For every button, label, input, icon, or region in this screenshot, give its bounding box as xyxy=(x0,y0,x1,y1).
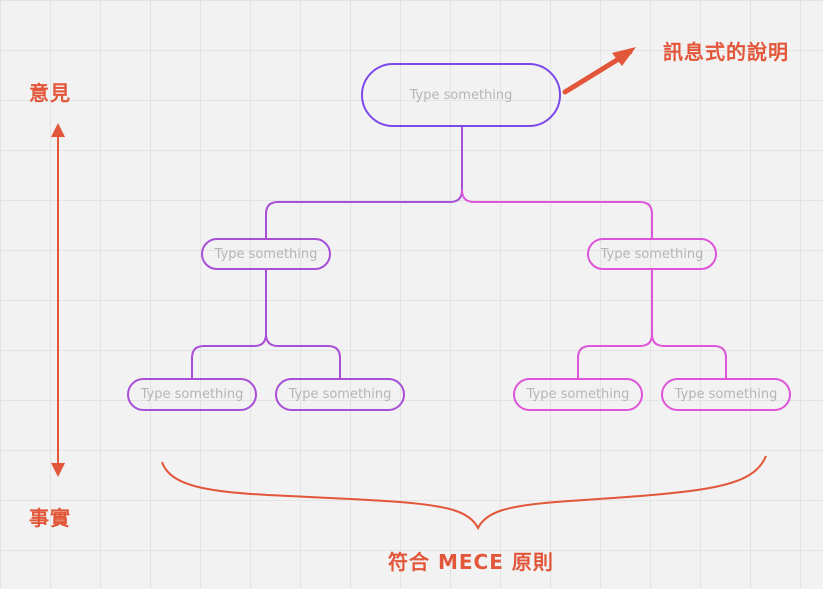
message-arrowhead xyxy=(612,47,636,66)
left-child-node-2[interactable]: Type something xyxy=(275,378,405,411)
message-description-label: 訊息式的說明 xyxy=(663,40,789,64)
right-branch-node[interactable]: Type something xyxy=(587,238,717,270)
connector-right-down xyxy=(577,270,653,378)
fact-label: 事實 xyxy=(29,506,71,530)
mece-label: 符合 MECE 原則 xyxy=(388,550,554,574)
left-branch-node[interactable]: Type something xyxy=(201,238,331,270)
connector-left-down xyxy=(191,270,267,378)
root-node[interactable]: Type something xyxy=(361,63,561,127)
right-child-node-1[interactable]: Type something xyxy=(513,378,643,411)
connector-root-right xyxy=(461,189,653,238)
connector-right-right xyxy=(651,333,727,378)
right-child-node-2[interactable]: Type something xyxy=(661,378,791,411)
opinion-label: 意見 xyxy=(29,81,71,105)
left-child-node-1[interactable]: Type something xyxy=(127,378,257,411)
mece-brace xyxy=(161,455,767,531)
connector-root-down xyxy=(265,127,463,238)
connector-left-right xyxy=(265,333,341,378)
